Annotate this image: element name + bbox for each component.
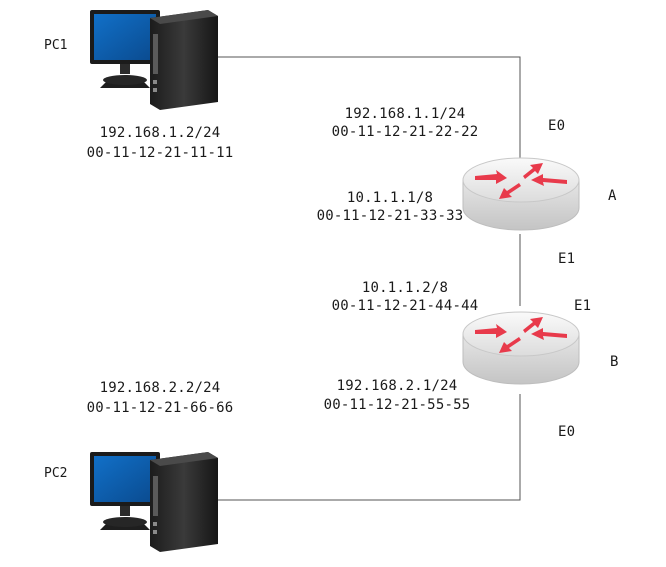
router-b-icon (462, 311, 580, 385)
router-a-e0-label: E0 (548, 118, 566, 134)
router-a-e1-label: E1 (558, 251, 576, 267)
router-a-e0-ip: 192.168.1.1/24 (344, 106, 466, 122)
router-b-e1-label: E1 (574, 298, 592, 314)
router-a-e1-mac: 00-11-12-21-33-33 (316, 208, 464, 224)
router-a-e1-ip: 10.1.1.1/8 (346, 190, 434, 206)
router-b-name: B (610, 354, 619, 370)
link-router-b-pc2 (218, 394, 521, 501)
pc1-ip: 192.168.1.2/24 (99, 125, 221, 141)
pc1-mac: 00-11-12-21-11-11 (86, 145, 234, 161)
router-a-name: A (608, 188, 617, 204)
pc2-name: PC2 (44, 466, 68, 481)
links (218, 56, 521, 501)
router-b-e0-label: E0 (558, 424, 576, 440)
pc1-name: PC1 (44, 38, 68, 53)
pc2-computer-icon (90, 452, 218, 552)
router-b-e1-ip: 10.1.1.2/8 (361, 280, 449, 296)
link-pc1-router-a (218, 56, 521, 158)
pc2-ip: 192.168.2.2/24 (99, 380, 221, 396)
pc1-computer-icon (90, 10, 218, 110)
router-b-e0-ip: 192.168.2.1/24 (336, 378, 458, 394)
pc2-mac: 00-11-12-21-66-66 (86, 400, 234, 416)
router-b-e0-mac: 00-11-12-21-55-55 (323, 397, 471, 413)
router-b-e1-mac: 00-11-12-21-44-44 (331, 298, 479, 314)
router-a-e0-mac: 00-11-12-21-22-22 (331, 124, 479, 140)
